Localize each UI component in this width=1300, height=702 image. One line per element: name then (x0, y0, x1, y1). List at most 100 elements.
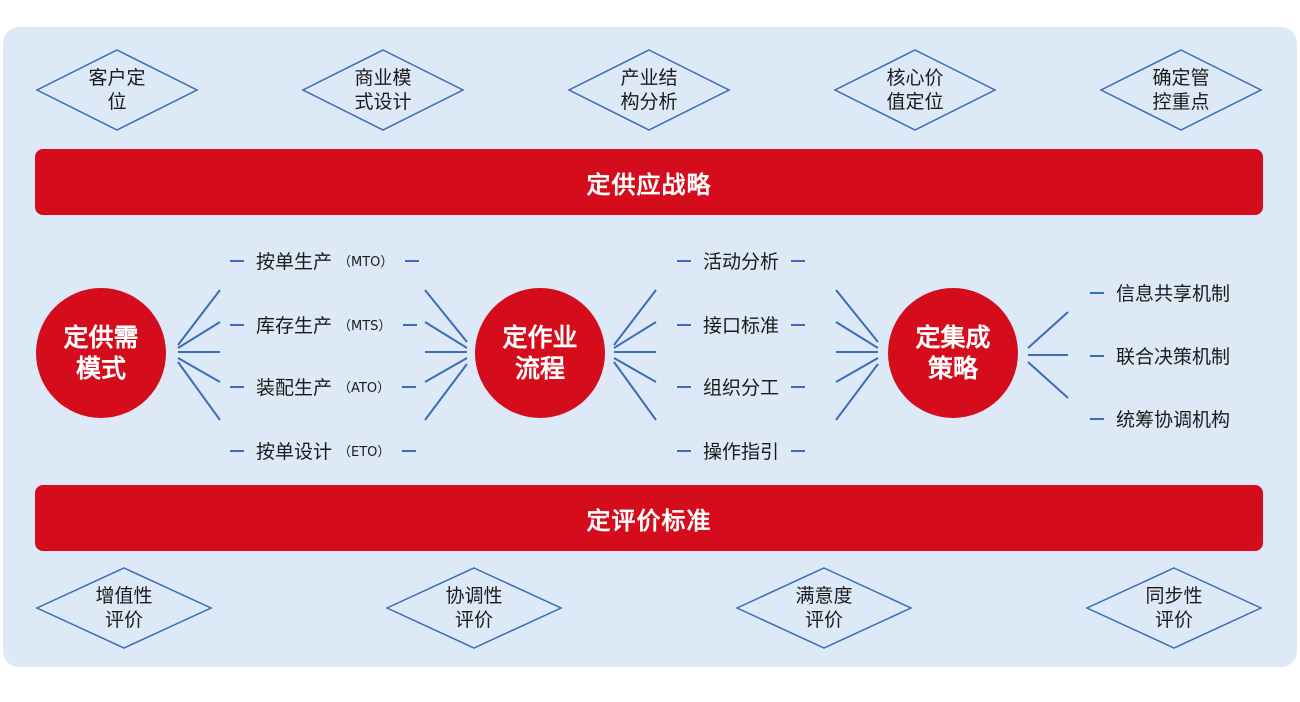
bottom-diamond-1: 增值性评价 (35, 566, 213, 650)
supply-strategy-bar: 定供应战略 (35, 149, 1263, 215)
dash-left (677, 385, 691, 388)
mode-label: 库存生产 (256, 315, 333, 337)
circle-label-line1: 定集成 (915, 323, 991, 352)
connector-line (1027, 311, 1069, 349)
dash-right (791, 259, 806, 262)
diamond-label-line1: 满意度 (795, 585, 853, 607)
connector-line (613, 361, 657, 421)
mode-code: （MTO） (338, 255, 394, 270)
diamond-label-line1: 确定管 (1152, 67, 1210, 89)
dash-left (1090, 354, 1104, 357)
connector-line (177, 321, 221, 349)
connector-line (613, 289, 657, 346)
bottom-diamond-2: 协调性评价 (385, 566, 563, 650)
connector-line (835, 289, 879, 343)
connector-line (613, 321, 657, 349)
process-label: 组织分工 (703, 377, 780, 399)
bottom-diamond-3: 满意度评价 (735, 566, 913, 650)
dash-left (230, 323, 244, 326)
mode-label: 按单生产 (256, 251, 333, 273)
diamond-label-line2: 控重点 (1152, 91, 1210, 113)
top-diamond-3: 产业结构分析 (567, 48, 731, 132)
strategy-item: 统筹协调机构 (1090, 405, 1230, 432)
mode-item: 按单设计（ETO） (230, 437, 417, 464)
dash-left (1090, 291, 1104, 294)
dash-right (402, 385, 417, 388)
connector-line (835, 321, 879, 349)
dash-left (677, 323, 691, 326)
supply-demand-mode-circle: 定供需 模式 (36, 288, 166, 418)
dash-right (791, 449, 806, 452)
dash-right (405, 259, 420, 262)
dash-left (1090, 417, 1104, 420)
diamond-label-line1: 商业模 (354, 67, 412, 89)
diamond-label-line2: 评价 (804, 609, 843, 631)
process-label: 接口标准 (703, 315, 780, 337)
diamond-label-line1: 协调性 (445, 585, 503, 607)
diamond-label-line2: 构分析 (620, 91, 678, 113)
mode-label: 装配生产 (256, 377, 333, 399)
circle-label-line2: 流程 (514, 354, 565, 383)
process-item: 操作指引 (677, 437, 806, 464)
diamond-label-line2: 评价 (104, 609, 143, 631)
dash-right (403, 323, 418, 326)
strategy-label: 信息共享机制 (1116, 283, 1231, 305)
connector-line (177, 289, 221, 346)
diamond-label-line2: 评价 (454, 609, 493, 631)
dash-left (677, 259, 691, 262)
connector-line (177, 357, 221, 383)
process-label: 活动分析 (703, 251, 780, 273)
mode-code: （ATO） (338, 381, 391, 396)
circle-label-line2: 模式 (75, 354, 126, 383)
diamond-label-line1: 核心价 (886, 67, 944, 89)
mode-code: （MTS） (338, 319, 392, 334)
evaluation-standard-bar: 定评价标准 (35, 485, 1263, 551)
diamond-label-line1: 客户定 (88, 67, 146, 89)
diamond-label-line1: 产业结 (620, 67, 678, 89)
connector-line (1027, 361, 1069, 399)
mode-item: 装配生产 （ATO） (230, 373, 417, 400)
top-diamond-2: 商业模式设计 (301, 48, 465, 132)
diamond-label-line1: 增值性 (95, 585, 153, 607)
mode-item: 按单生产 （MTO） (230, 247, 420, 274)
diagram-panel (3, 27, 1297, 667)
dash-right (402, 449, 417, 452)
work-process-circle: 定作业 流程 (475, 288, 605, 418)
mode-item: 库存生产 （MTS） (230, 311, 418, 338)
circle-label-line2: 策略 (927, 354, 978, 383)
circle-label-line1: 定供需 (63, 323, 139, 352)
diamond-label-line2: 值定位 (886, 91, 944, 113)
integration-strategy-circle: 定集成 策略 (888, 288, 1018, 418)
connector-line (835, 363, 879, 421)
strategy-item: 联合决策机制 (1090, 342, 1230, 369)
process-item: 接口标准 (677, 311, 806, 338)
circle-label-line1: 定作业 (502, 323, 578, 352)
strategy-label: 联合决策机制 (1116, 346, 1231, 368)
process-label: 操作指引 (703, 441, 780, 463)
dash-left (230, 259, 244, 262)
diamond-label-line2: 位 (107, 91, 127, 113)
strategy-label: 统筹协调机构 (1116, 409, 1231, 431)
connector-line (835, 357, 879, 383)
connector-line (613, 357, 657, 383)
connector-line (177, 361, 221, 421)
top-diamond-4: 核心价值定位 (833, 48, 997, 132)
strategy-item: 信息共享机制 (1090, 279, 1230, 306)
connector-line (424, 357, 468, 383)
connector-line (424, 363, 468, 421)
process-item: 活动分析 (677, 247, 806, 274)
dash-right (791, 323, 806, 326)
diamond-label-line2: 评价 (1154, 609, 1193, 631)
mode-label: 按单设计 (256, 441, 333, 463)
connector-line (424, 321, 468, 349)
dash-left (230, 449, 244, 452)
connector-line (424, 289, 468, 343)
process-item: 组织分工 (677, 373, 806, 400)
diamond-label-line2: 式设计 (354, 91, 412, 113)
diamond-label-line1: 同步性 (1145, 585, 1203, 607)
dash-right (791, 385, 806, 388)
top-diamond-1: 客户定位 (35, 48, 199, 132)
dash-left (230, 385, 244, 388)
bottom-diamond-4: 同步性评价 (1085, 566, 1263, 650)
